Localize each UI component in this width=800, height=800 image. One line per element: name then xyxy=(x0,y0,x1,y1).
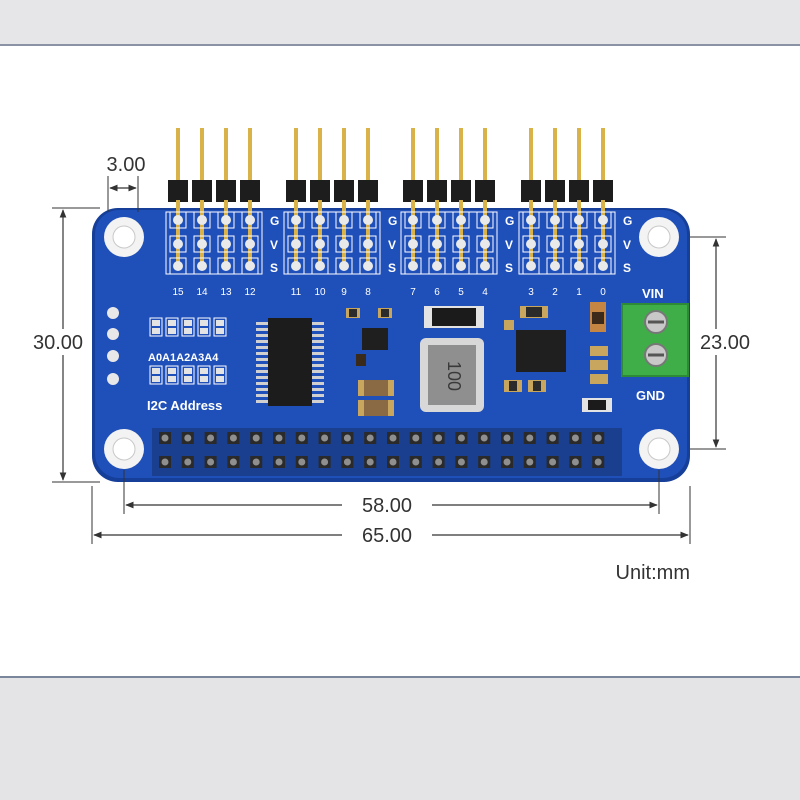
inductor-marking: 100 xyxy=(444,361,464,391)
address-pins-label: A0A1A2A3A4 xyxy=(148,352,219,364)
mounting-hole-top-left xyxy=(104,217,144,257)
channel-row-letter: V xyxy=(505,238,513,252)
channel-row-letter: S xyxy=(505,261,513,275)
top-frame-strip xyxy=(0,0,800,46)
pcb-board xyxy=(92,208,690,482)
channel-number-label: 13 xyxy=(220,287,232,298)
gnd-label: GND xyxy=(636,388,665,403)
status-led-pads xyxy=(107,307,119,385)
pwm-controller-chip xyxy=(256,318,324,406)
channel-number-label: 4 xyxy=(482,287,488,298)
channel-row-letter: S xyxy=(388,261,396,275)
bottom-frame-strip xyxy=(0,676,800,800)
dimension-hole-spacing-vertical: 23.00 xyxy=(690,236,750,450)
board-width-value: 65.00 xyxy=(362,525,412,547)
gpio-header-2x20 xyxy=(152,428,622,476)
dimension-board-height: 30.00 xyxy=(33,207,100,483)
channel-row-letter: G xyxy=(388,214,397,228)
mounting-hole-top-right xyxy=(639,217,679,257)
servo-headers xyxy=(165,128,616,275)
channel-row-letter: G xyxy=(505,214,514,228)
channel-row-letter: S xyxy=(623,261,631,275)
dimension-board-width: 65.00 xyxy=(91,486,691,547)
channel-number-label: 14 xyxy=(196,287,208,298)
dimension-hole-diameter: 3.00 xyxy=(107,154,146,212)
channel-row-letter: V xyxy=(388,238,396,252)
channel-number-label: 12 xyxy=(244,287,256,298)
servo-header-group xyxy=(518,128,616,275)
channel-number-label: 11 xyxy=(291,287,302,298)
channel-number-label: 0 xyxy=(600,287,606,298)
servo-header-group xyxy=(400,128,498,275)
hole-spacing-vertical-value: 23.00 xyxy=(700,332,750,354)
channel-number-label: 9 xyxy=(341,287,347,298)
channel-number-label: 2 xyxy=(552,287,558,298)
passive-components xyxy=(346,302,612,416)
servo-header-group xyxy=(165,128,263,275)
unit-label: Unit:mm xyxy=(616,562,690,584)
channel-number-label: 10 xyxy=(314,287,326,298)
channel-row-letter: S xyxy=(270,261,278,275)
hole-diameter-value: 3.00 xyxy=(107,154,146,176)
mounting-hole-bottom-right xyxy=(639,429,679,469)
dimension-hole-spacing-horizontal: 58.00 xyxy=(123,470,660,517)
mounting-hole-bottom-left xyxy=(104,429,144,469)
vin-label: VIN xyxy=(642,286,664,301)
i2c-address-label: I2C Address xyxy=(147,398,222,413)
servo-header-group xyxy=(283,128,381,275)
mounting-holes xyxy=(104,217,679,469)
channel-number-label: 15 xyxy=(172,287,184,298)
channel-row-letter: V xyxy=(270,238,278,252)
i2c-address-jumpers xyxy=(149,317,227,385)
channel-number-label: 6 xyxy=(434,287,440,298)
channel-row-letter: V xyxy=(623,238,631,252)
hole-spacing-horizontal-value: 58.00 xyxy=(362,495,412,517)
board-height-value: 30.00 xyxy=(33,332,83,354)
channel-number-label: 1 xyxy=(576,287,582,298)
channel-number-label: 7 xyxy=(410,287,416,298)
channel-number-label: 3 xyxy=(528,287,534,298)
channel-number-label: 8 xyxy=(365,287,371,298)
channel-number-label: 5 xyxy=(458,287,464,298)
channel-row-letter: G xyxy=(270,214,279,228)
channel-row-letter: G xyxy=(623,214,632,228)
power-inductor: 100 xyxy=(420,338,484,412)
power-terminal-block xyxy=(621,303,689,377)
